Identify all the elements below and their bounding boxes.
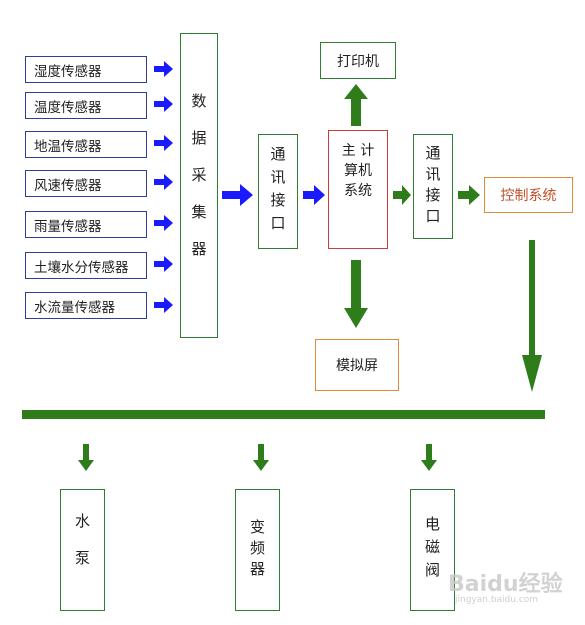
output-solenoid-valve-label: 电磁阀 xyxy=(423,515,441,585)
sensor-arrow-1 xyxy=(154,61,173,77)
output-water-pump-label: 水泵 xyxy=(73,513,91,587)
bus-to-pump-arrow xyxy=(78,444,94,471)
comm-right-to-control-arrow xyxy=(458,185,480,205)
sensor-rainfall: 雨量传感器 xyxy=(25,211,147,238)
simulation-screen-label: 模拟屏 xyxy=(336,358,378,374)
sensor-arrow-5 xyxy=(154,215,173,231)
sensor-label: 湿度传感器 xyxy=(34,63,102,80)
control-system: 控制系统 xyxy=(484,177,573,213)
sensor-label: 雨量传感器 xyxy=(34,218,102,235)
output-inverter: 变频器 xyxy=(235,489,280,611)
comm-interface-left: 通讯接口 xyxy=(258,134,298,249)
main-computer-line3: 系统 xyxy=(344,183,372,199)
main-to-comm-right-arrow xyxy=(393,185,411,205)
comm-interface-right-label: 通讯接口 xyxy=(423,144,442,229)
data-collector: 数据采集器 xyxy=(180,33,218,338)
sensor-arrow-7 xyxy=(154,297,173,313)
sensor-arrow-3 xyxy=(154,135,173,151)
sensor-arrows xyxy=(154,61,325,313)
output-water-pump: 水泵 xyxy=(60,489,105,611)
printer: 打印机 xyxy=(320,42,396,79)
bus-to-inverter-arrow xyxy=(253,444,269,471)
sensor-label: 温度传感器 xyxy=(34,99,102,116)
main-to-printer-arrow xyxy=(344,84,368,126)
green-arrows xyxy=(22,84,545,471)
bus-to-valve-arrow xyxy=(421,444,437,471)
control-to-bus-arrow xyxy=(522,240,542,392)
baidu-watermark-url: jingyan.baidu.com xyxy=(455,595,539,605)
output-solenoid-valve: 电磁阀 xyxy=(410,489,455,611)
sensor-arrow-6 xyxy=(154,256,173,272)
data-collector-label: 数据采集器 xyxy=(189,93,208,278)
main-to-screen-arrow xyxy=(344,260,368,328)
collector-to-comm-arrow xyxy=(222,184,253,206)
sensor-arrow-4 xyxy=(154,174,173,190)
sensor-arrow-2 xyxy=(154,96,173,112)
sensor-label: 风速传感器 xyxy=(34,177,102,194)
sensor-label: 地温传感器 xyxy=(34,138,102,155)
comm-interface-left-label: 通讯接口 xyxy=(268,145,287,238)
output-bus-line xyxy=(22,410,545,419)
comm-interface-right: 通讯接口 xyxy=(413,134,453,239)
output-inverter-label: 变频器 xyxy=(248,518,266,582)
control-system-label: 控制系统 xyxy=(500,188,557,204)
sensor-temperature: 温度传感器 xyxy=(25,92,147,119)
sensor-humidity: 湿度传感器 xyxy=(25,56,147,83)
sensor-ground-temperature: 地温传感器 xyxy=(25,131,147,158)
sensor-label: 土壤水分传感器 xyxy=(34,259,129,276)
sensor-wind-speed: 风速传感器 xyxy=(25,170,147,197)
comm-to-main-arrow xyxy=(303,185,325,205)
sensor-label: 水流量传感器 xyxy=(34,299,115,316)
simulation-screen: 模拟屏 xyxy=(315,339,399,391)
printer-label: 打印机 xyxy=(337,53,379,70)
main-computer-line2: 算机 xyxy=(344,163,372,179)
sensor-water-flow: 水流量传感器 xyxy=(25,292,147,319)
baidu-watermark: Baidu经验 xyxy=(448,572,563,597)
main-computer-line1: 主 计 xyxy=(341,143,375,159)
main-computer-system: 主 计 算机 系统 xyxy=(328,130,388,249)
sensor-soil-moisture: 土壤水分传感器 xyxy=(25,252,147,279)
